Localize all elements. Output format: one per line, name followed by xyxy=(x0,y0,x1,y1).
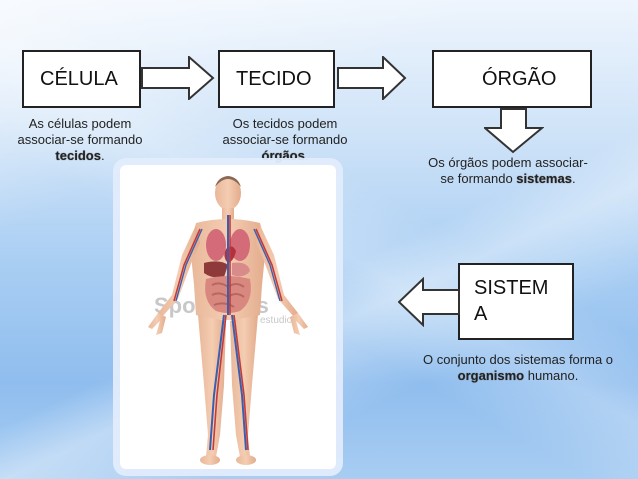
arteries xyxy=(173,215,283,451)
sistema-box: SISTEM A xyxy=(458,263,574,340)
tecido-description-text: Os tecidos podem associar-se formando xyxy=(222,116,348,147)
orgao-description-keyword: sistemas xyxy=(516,171,572,186)
right-arm xyxy=(158,225,200,317)
arm-veins xyxy=(175,228,281,302)
stomach xyxy=(232,262,250,277)
orgao-description: Os órgãos podem associar-se formando sis… xyxy=(424,155,592,187)
head xyxy=(215,176,241,210)
watermark-subtext: estudio xyxy=(260,315,293,326)
arrow-left-icon xyxy=(398,277,460,327)
veins xyxy=(209,215,247,451)
orgao-box: ÓRGÃO xyxy=(432,50,592,108)
orgao-description-end: . xyxy=(571,171,576,186)
celula-description: As células podem associar-se formando te… xyxy=(2,116,158,164)
tecido-box: TECIDO xyxy=(218,50,335,108)
orgao-description-text: Os órgãos podem associar-se formando xyxy=(428,155,588,186)
celula-description-text: As células podem associar-se formando xyxy=(17,116,143,147)
celula-description-end: . xyxy=(100,148,105,163)
sistema-description-keyword: organismo xyxy=(457,368,525,383)
tecido-description-keyword: órgãos xyxy=(261,148,305,163)
arrow-right-icon xyxy=(337,56,407,100)
arrow-right-icon xyxy=(141,56,215,100)
sistema-label: SISTEM A xyxy=(474,277,549,325)
sistema-description-end: humano. xyxy=(524,368,579,383)
anatomy-illustration-panel: Sportopsis estudio xyxy=(120,165,336,469)
celula-box: CÉLULA xyxy=(22,50,141,108)
tecido-label: TECIDO xyxy=(236,68,312,90)
left-arm xyxy=(256,225,298,317)
right-foot xyxy=(200,455,220,465)
left-foot xyxy=(236,455,256,465)
human-body-illustration: Sportopsis estudio xyxy=(148,176,308,465)
right-hand xyxy=(148,313,166,335)
celula-description-keyword: tecidos xyxy=(55,148,101,163)
tecido-description: Os tecidos podem associar-se formando ór… xyxy=(210,116,360,164)
left-hand xyxy=(290,313,308,335)
sistema-description-text: O conjunto dos sistemas forma o xyxy=(422,352,614,367)
neck xyxy=(222,208,234,220)
celula-label: CÉLULA xyxy=(40,68,118,90)
tecido-description-end: . xyxy=(304,148,309,163)
liver xyxy=(204,261,228,278)
arrow-down-icon xyxy=(484,108,544,154)
hair xyxy=(215,176,241,187)
sistema-description: O conjunto dos sistemas forma o organism… xyxy=(420,352,616,384)
orgao-label: ÓRGÃO xyxy=(482,68,557,90)
lung-right xyxy=(206,229,226,261)
